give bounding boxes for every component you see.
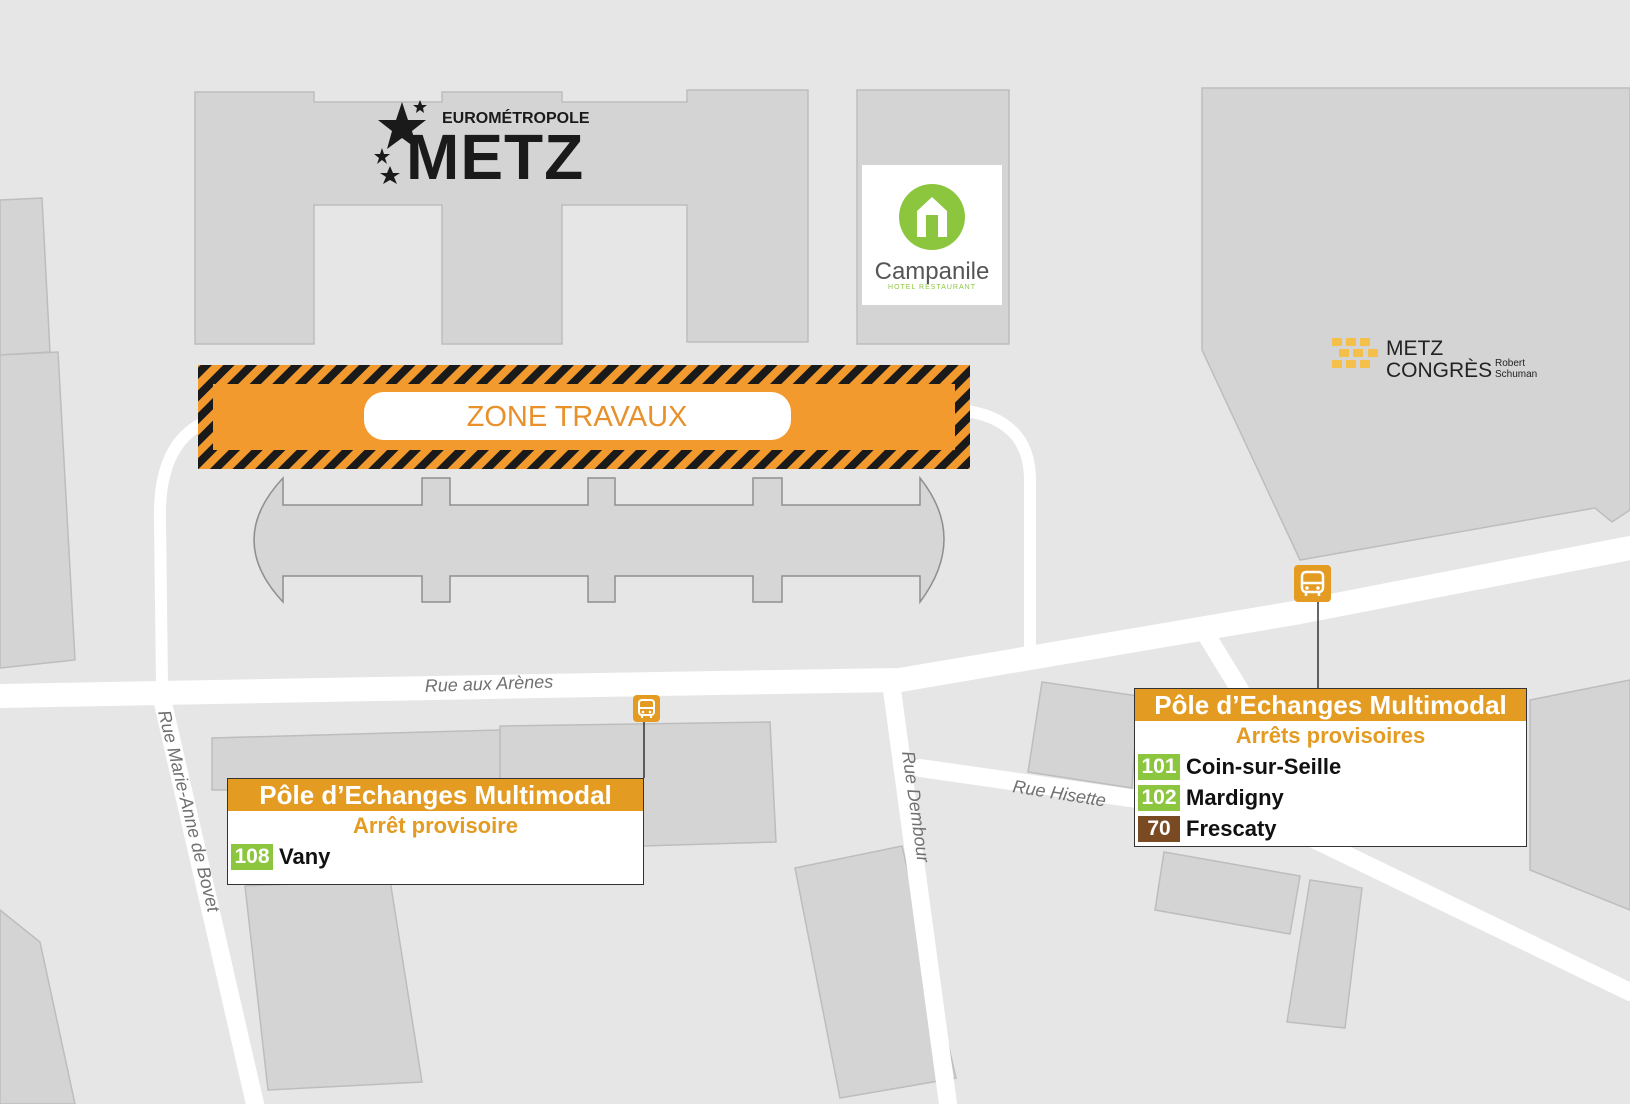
line-row-108[interactable]: 108 Vany xyxy=(231,842,643,872)
metz-logo-main: METZ xyxy=(406,121,585,193)
metz-congres-small1: Robert xyxy=(1495,358,1525,369)
road-rue-aux-arenes xyxy=(0,536,1630,708)
line-badge: 102 xyxy=(1138,785,1180,811)
building-left-3 xyxy=(0,909,76,1104)
bus-stop-icon[interactable] xyxy=(633,695,660,722)
road-loop-east xyxy=(954,404,1036,656)
line-destination: Frescaty xyxy=(1186,816,1277,841)
line-row-70[interactable]: 70 Frescaty xyxy=(1138,814,1526,844)
bus-station-platform xyxy=(253,475,945,605)
building-block-h xyxy=(1529,679,1630,911)
road-label-rue-aux-arenes: Rue aux Arènes xyxy=(424,672,553,696)
line-badge: 101 xyxy=(1138,754,1180,780)
road-loop-west xyxy=(153,414,216,691)
building-block-g xyxy=(1286,879,1363,1029)
line-destination: Coin-sur-Seille xyxy=(1186,754,1342,779)
campanile-logo: Campanile HOTEL RESTAURANT xyxy=(862,165,1002,305)
stop-info-right-title: Pôle d’Echanges Multimodal xyxy=(1135,689,1526,721)
work-zone-label-pill xyxy=(364,392,791,440)
line-badge: 108 xyxy=(231,844,273,870)
building-block-c xyxy=(244,879,423,1091)
stop-info-left: Pôle d’Echanges Multimodal Arrêt proviso… xyxy=(227,778,644,885)
stop-info-left-title: Pôle d’Echanges Multimodal xyxy=(228,779,643,811)
line-row-101[interactable]: 101 Coin-sur-Seille xyxy=(1138,752,1526,782)
metz-congres-logo: METZ CONGRÈS Robert Schuman xyxy=(1332,337,1537,382)
building-left-1 xyxy=(0,197,51,356)
metz-stars-icon xyxy=(374,100,427,184)
road-side xyxy=(1198,627,1249,699)
building-block-f xyxy=(1154,851,1301,935)
campanile-logo-icon xyxy=(899,184,965,250)
metz-congres-line1: METZ xyxy=(1386,337,1443,360)
work-zone: ZONE TRAVAUX xyxy=(198,365,970,469)
metz-congres-mark xyxy=(1332,338,1378,368)
building-block-e xyxy=(1027,681,1139,789)
stop-info-right: Pôle d’Echanges Multimodal Arrêts provis… xyxy=(1134,688,1527,847)
building-left-2 xyxy=(0,351,76,669)
stop-info-right-subtitle: Arrêts provisoires xyxy=(1235,723,1426,748)
building-eurometropole xyxy=(194,89,809,345)
road-rue-dembour xyxy=(883,681,957,1104)
line-row-102[interactable]: 102 Mardigny xyxy=(1138,783,1526,813)
work-zone-label: ZONE TRAVAUX xyxy=(467,401,688,433)
metz-congres-small2: Schuman xyxy=(1495,369,1537,380)
road-rue-marie-anne-de-bovet xyxy=(151,681,264,1104)
line-badge: 70 xyxy=(1138,816,1180,842)
bus-stop-icon[interactable] xyxy=(1294,565,1331,602)
campanile-sub: HOTEL RESTAURANT xyxy=(888,284,976,291)
building-metz-congres xyxy=(1201,87,1630,561)
eurometropole-metz-logo: EUROMÉTROPOLE METZ xyxy=(372,100,612,192)
metz-logo-top: EUROMÉTROPOLE xyxy=(442,110,590,127)
metz-congres-line2: CONGRÈS xyxy=(1386,359,1492,382)
line-destination: Vany xyxy=(279,844,331,869)
line-destination: Mardigny xyxy=(1186,785,1284,810)
stop-info-left-subtitle: Arrêt provisoire xyxy=(352,813,519,838)
campanile-name: Campanile xyxy=(874,258,990,285)
